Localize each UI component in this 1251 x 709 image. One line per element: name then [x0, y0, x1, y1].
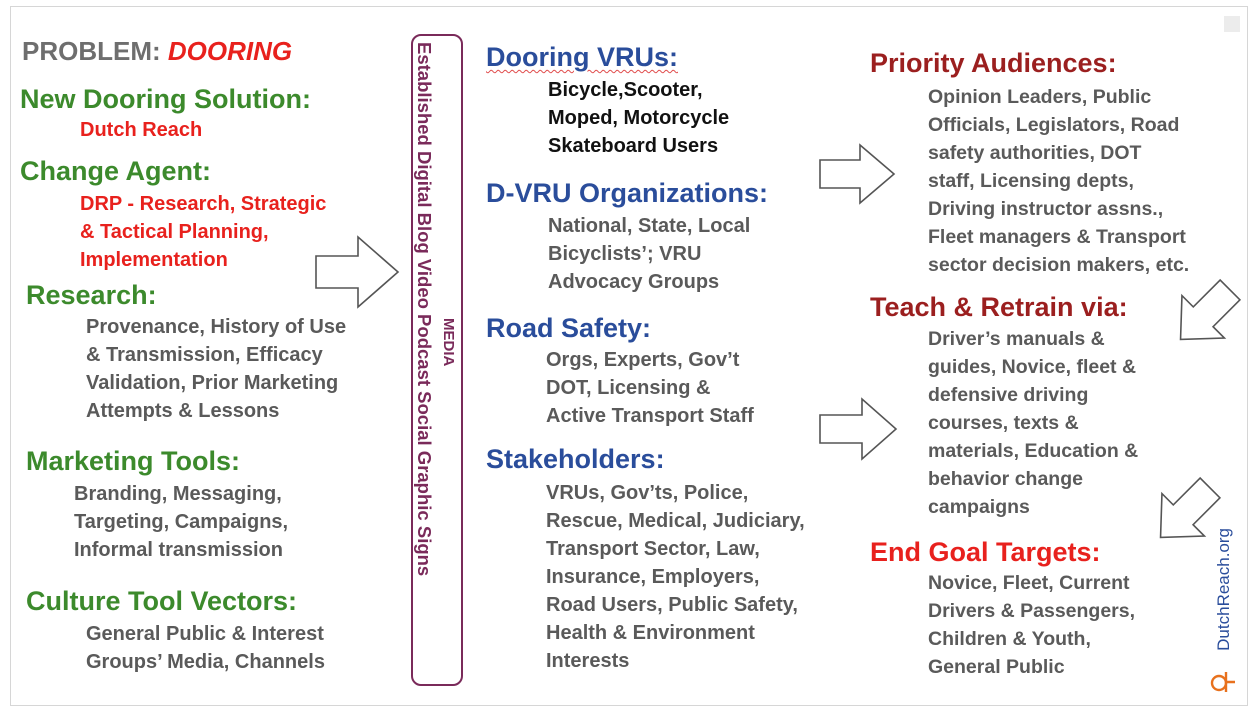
- problem-prefix: PROBLEM:: [22, 36, 161, 66]
- door-logo-icon: [1210, 672, 1235, 692]
- end-goal-heading: End Goal Targets:: [870, 537, 1101, 567]
- corner-marker: [1224, 16, 1240, 32]
- new-solution-text: Dutch Reach: [80, 119, 203, 141]
- media-box: [411, 34, 463, 686]
- problem-value: DOORING: [167, 36, 293, 66]
- culture-vectors-heading: Culture Tool Vectors:: [26, 586, 298, 616]
- dvru-orgs-heading: D-VRU Organizations:: [486, 178, 769, 208]
- teach-retrain-text: Driver’s manuals & guides, Novice, fleet…: [928, 328, 1139, 518]
- media-channels: Established Digital Blog Video Podcast S…: [414, 42, 435, 577]
- marketing-tools-text: Branding, Messaging, Targeting, Campaign…: [74, 483, 289, 561]
- road-safety-text: Orgs, Experts, Gov’t DOT, Licensing & Ac…: [546, 349, 754, 427]
- research-text: Provenance, History of Use & Transmissio…: [86, 316, 347, 422]
- dvru-orgs-text: National, State, Local Bicyclists’; VRU …: [548, 215, 751, 293]
- change-agent-text: DRP - Research, Strategic & Tactical Pla…: [80, 193, 327, 271]
- down-left-arrow-icon: [1159, 476, 1222, 539]
- priority-audiences-text: Opinion Leaders, Public Officials, Legis…: [928, 86, 1190, 276]
- dutchreach-logo: DutchReach.org: [1212, 528, 1242, 690]
- right-arrow-icon: [819, 143, 896, 205]
- down-left-arrow-icon: [1179, 278, 1242, 341]
- change-agent-heading: Change Agent:: [20, 156, 211, 186]
- teach-retrain-heading: Teach & Retrain via:: [870, 292, 1128, 322]
- marketing-tools-heading: Marketing Tools:: [26, 446, 241, 476]
- new-solution-heading: New Dooring Solution:: [20, 84, 311, 114]
- end-goal-text: Novice, Fleet, Current Drivers & Passeng…: [928, 572, 1136, 678]
- dooring-vrus-heading: Dooring VRUs:: [486, 42, 678, 72]
- right-arrow-icon: [819, 397, 898, 461]
- dooring-vrus-text: Bicycle,Scooter, Moped, Motorcycle Skate…: [548, 79, 730, 157]
- right-arrow-icon: [315, 235, 400, 309]
- research-heading: Research:: [26, 280, 157, 310]
- problem-title: PROBLEM: DOORING: [22, 36, 292, 67]
- stakeholders-heading: Stakeholders:: [486, 444, 665, 474]
- road-safety-heading: Road Safety:: [486, 313, 652, 343]
- slide-frame: [10, 6, 1248, 706]
- logo-text: DutchReach.org: [1214, 528, 1233, 651]
- culture-vectors-text: General Public & Interest Groups’ Media,…: [86, 623, 325, 673]
- priority-audiences-heading: Priority Audiences:: [870, 48, 1117, 78]
- media-label: MEDIA: [440, 318, 457, 367]
- stakeholders-text: VRUs, Gov’ts, Police, Rescue, Medical, J…: [546, 482, 805, 672]
